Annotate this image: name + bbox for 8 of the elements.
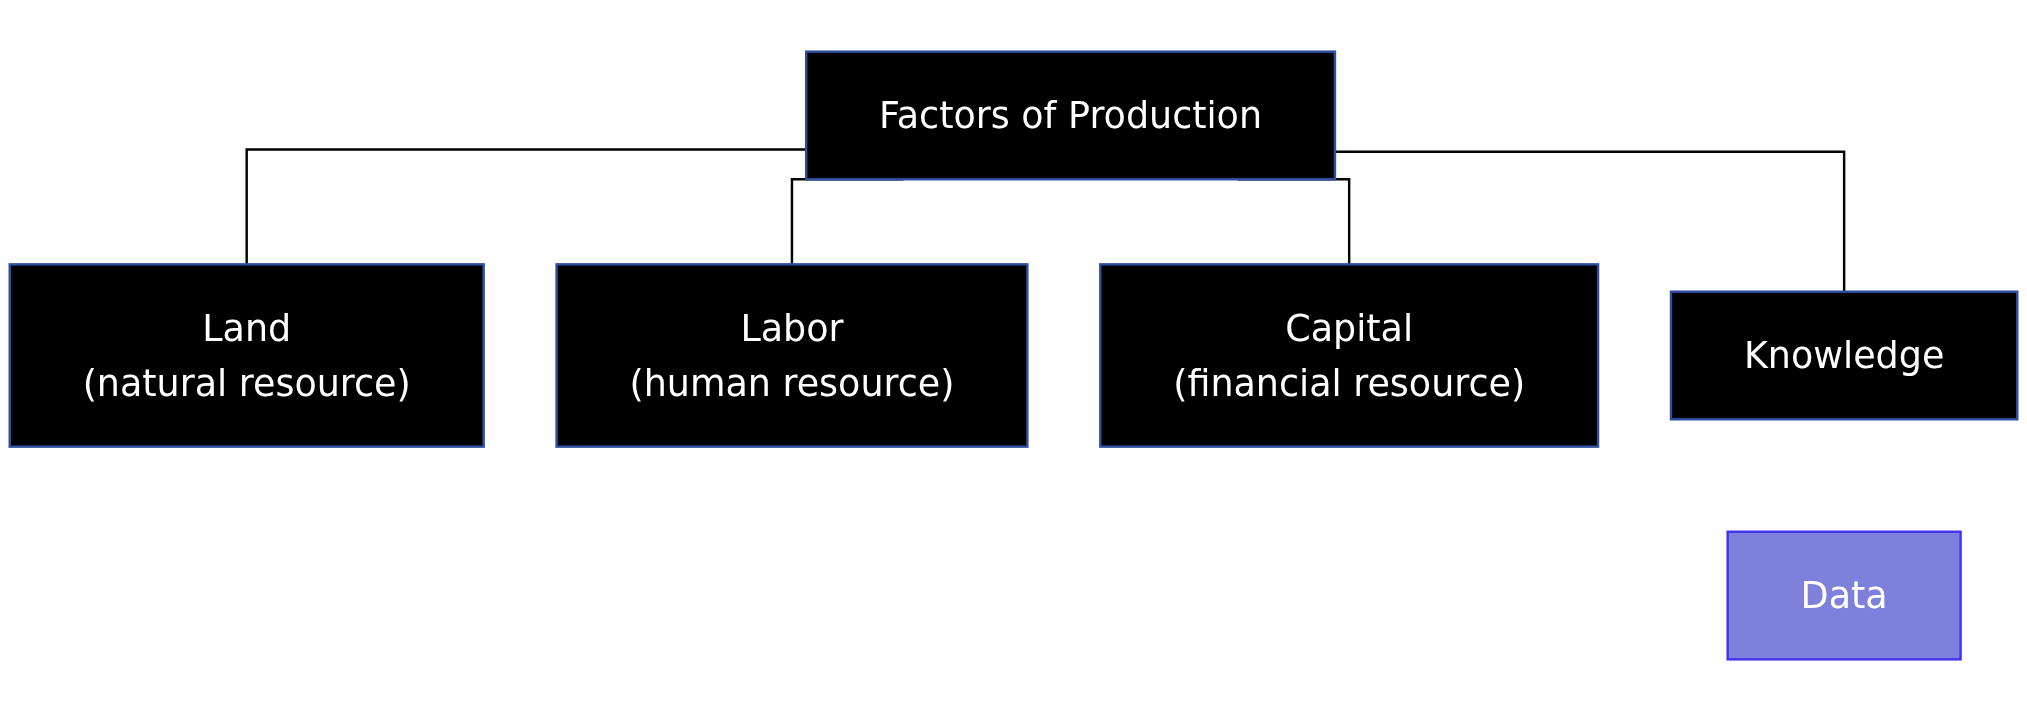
connector [245, 148, 807, 265]
node-box: Knowledge [1669, 290, 2019, 421]
node-box: Data [1726, 530, 1962, 661]
node-box: Land (natural resource) [8, 263, 485, 448]
node-box: Labor (human resource) [555, 263, 1029, 448]
connector [1334, 150, 1846, 292]
node-box: Capital (financial resource) [1099, 263, 1600, 448]
node-box: Factors of Production [804, 50, 1337, 181]
